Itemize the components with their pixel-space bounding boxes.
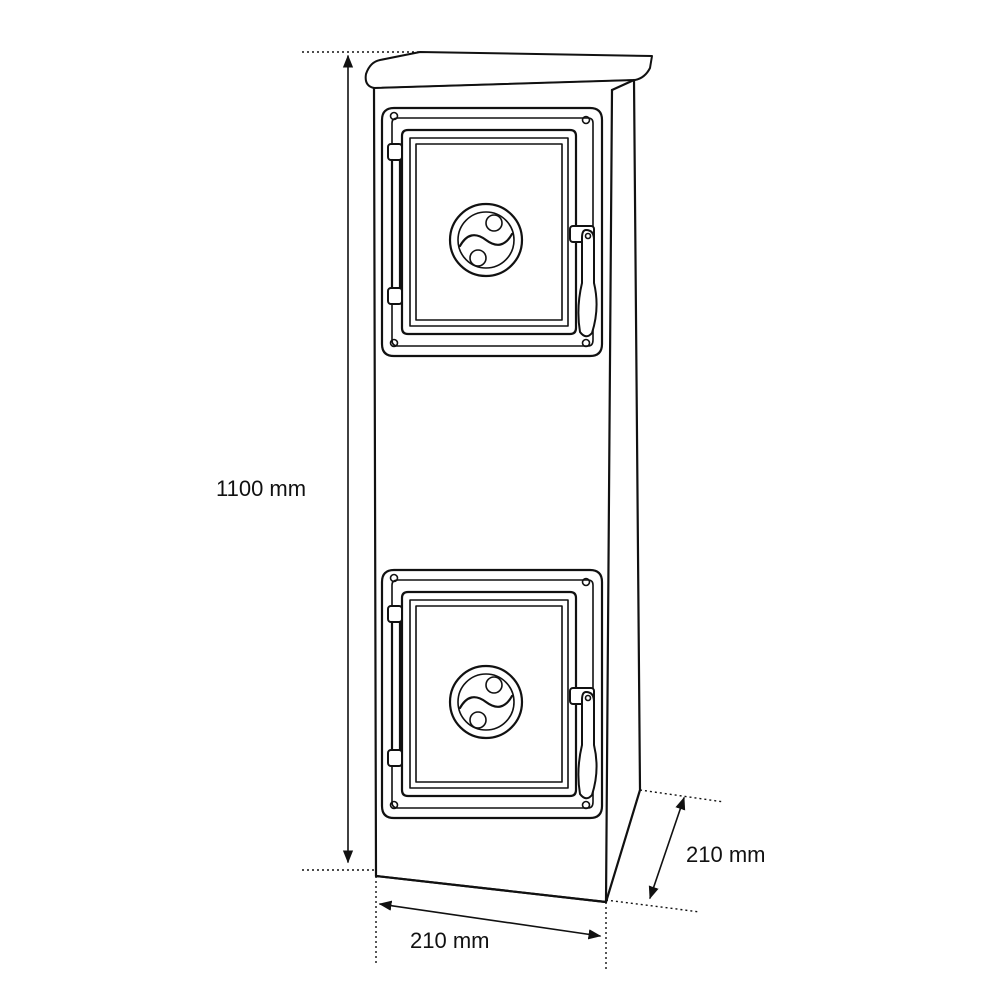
column-body <box>364 51 653 904</box>
width-dimension-label: 210 mm <box>410 928 490 953</box>
depth-extension-top <box>639 789 725 803</box>
upper-compartment-door[interactable] <box>380 106 604 358</box>
depth-extension-bottom <box>605 899 701 913</box>
depth-dimension-label: 210 mm <box>686 842 766 867</box>
depth-dimension-arrow <box>648 796 686 900</box>
width-dimension-arrow <box>378 900 602 940</box>
height-dimension-label: 1100 mm <box>216 476 307 501</box>
lower-compartment-door[interactable] <box>380 568 604 820</box>
